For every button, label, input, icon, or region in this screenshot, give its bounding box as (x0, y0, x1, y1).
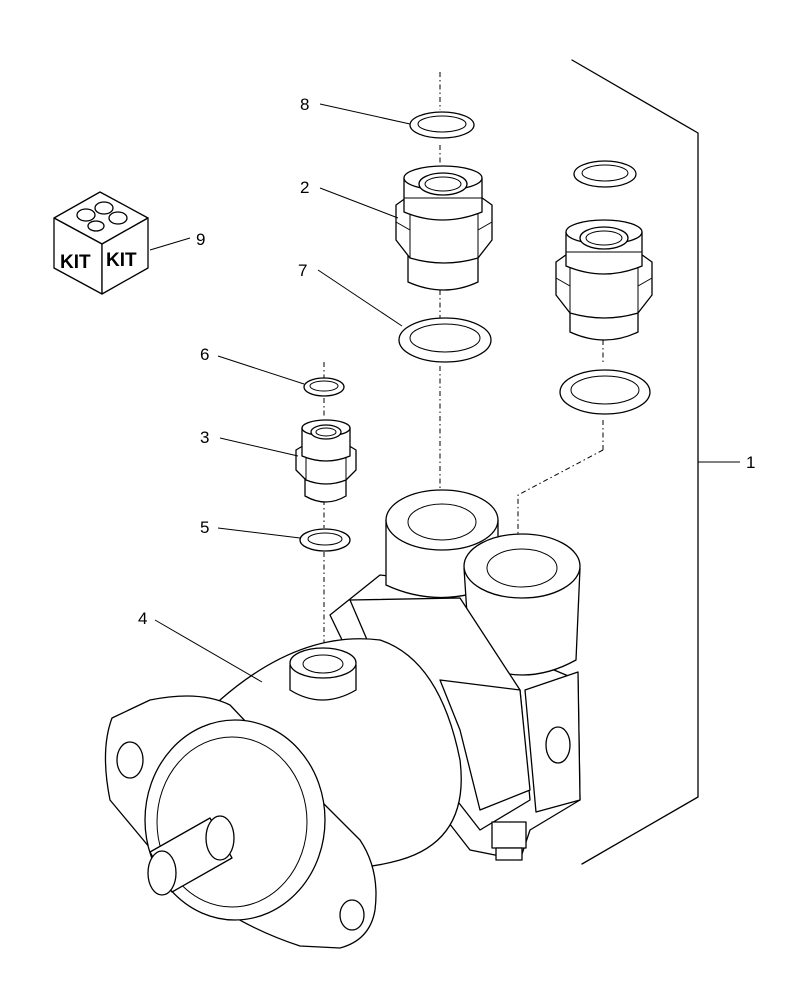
callout-1: 1 (746, 453, 755, 472)
callout-3: 3 (200, 428, 209, 447)
o-ring-item-5 (299, 528, 351, 552)
o-ring-item-7 (398, 317, 492, 363)
fitting-right (555, 219, 653, 341)
leader-lines (149, 103, 411, 683)
kit-box-item-9: KIT KIT (53, 191, 149, 295)
callout-7: 7 (298, 261, 307, 280)
callout-8: 8 (300, 95, 309, 114)
center-lines (323, 72, 604, 660)
callout-5: 5 (200, 518, 209, 537)
callout-9: 9 (196, 230, 205, 249)
o-ring-right-upper (573, 160, 637, 188)
callout-4: 4 (138, 609, 147, 628)
o-ring-item-8 (409, 111, 475, 139)
o-ring-item-6 (303, 377, 345, 397)
callout-labels: 8 2 7 6 3 5 4 9 1 (138, 95, 755, 628)
kit-label-left: KIT (60, 252, 91, 273)
callout-6: 6 (200, 345, 209, 364)
fitting-item-3 (295, 419, 357, 503)
hydraulic-motor-item-4 (104, 489, 581, 949)
callout-2: 2 (300, 178, 309, 197)
assembly-bracket (571, 59, 740, 865)
kit-label-right: KIT (106, 250, 137, 271)
fitting-item-2 (395, 165, 493, 291)
o-ring-right-lower (559, 369, 651, 415)
